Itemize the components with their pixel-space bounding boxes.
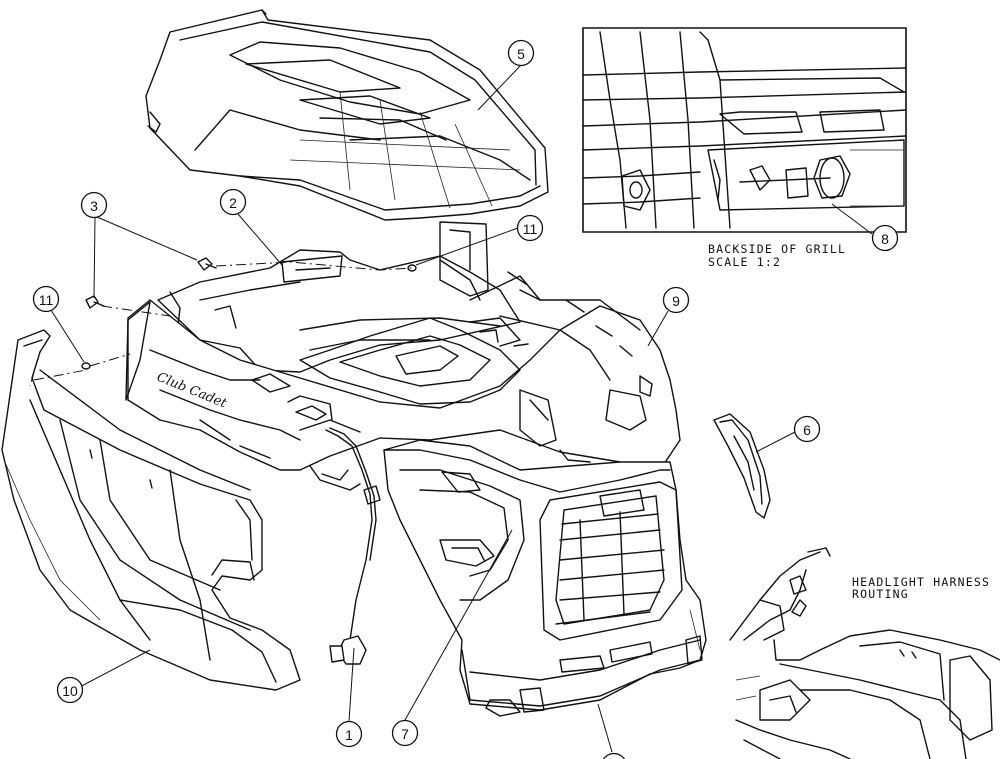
balloon-5: 5 xyxy=(507,39,535,67)
grill-detail-scale: SCALE 1:2 xyxy=(708,255,781,269)
front-grill xyxy=(383,439,707,717)
side-panel xyxy=(1,329,301,691)
headlight-lens xyxy=(713,413,771,519)
balloon-9: 9 xyxy=(662,286,690,314)
hardware-screws xyxy=(29,257,417,387)
hood-top-cover xyxy=(145,9,549,221)
grill-detail-caption: BACKSIDE OF GRILL xyxy=(708,242,846,256)
balloon-11-right: 11 xyxy=(516,214,544,242)
inset-backside-of-grill xyxy=(582,27,907,233)
inset-headlight-harness-routing xyxy=(729,547,1000,759)
balloon-6: 6 xyxy=(793,415,821,443)
harness-caption-line2: ROUTING xyxy=(852,587,909,601)
wire-harness xyxy=(325,427,381,665)
svg-text:1: 1 xyxy=(345,727,353,743)
svg-text:8: 8 xyxy=(881,231,889,247)
svg-text:6: 6 xyxy=(803,422,811,438)
balloon-3: 3 xyxy=(80,191,108,219)
leader-lines xyxy=(50,64,873,753)
svg-text:3: 3 xyxy=(90,198,98,214)
balloon-2: 2 xyxy=(219,188,247,216)
balloon-7: 7 xyxy=(391,719,419,747)
svg-text:7: 7 xyxy=(401,726,409,742)
svg-text:11: 11 xyxy=(523,221,538,237)
svg-text:11: 11 xyxy=(39,292,54,308)
harness-caption-line1: HEADLIGHT HARNESS xyxy=(852,575,990,589)
balloon-partial-bottom xyxy=(602,752,626,759)
balloon-1: 1 xyxy=(335,720,363,748)
svg-text:9: 9 xyxy=(672,293,680,309)
fender-assembly xyxy=(125,221,681,491)
svg-text:5: 5 xyxy=(517,46,525,62)
balloon-11-left: 11 xyxy=(32,285,60,313)
svg-text:10: 10 xyxy=(62,683,78,699)
balloon-10: 10 xyxy=(56,676,84,704)
svg-text:2: 2 xyxy=(229,195,237,211)
balloon-8: 8 xyxy=(871,224,899,252)
